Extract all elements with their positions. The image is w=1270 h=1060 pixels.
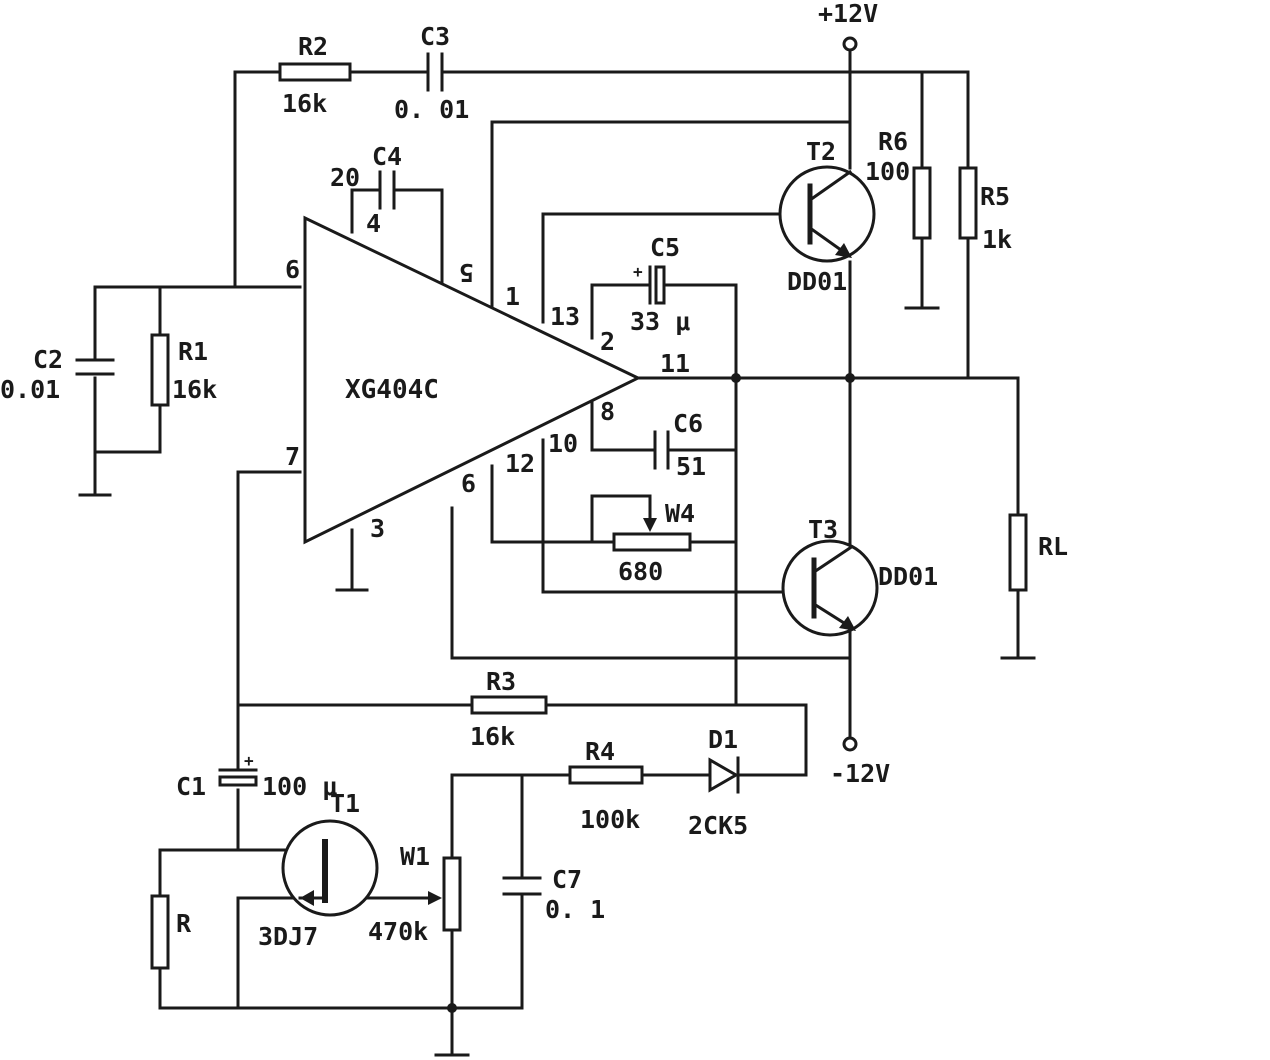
c4-label: C4 [372, 142, 402, 171]
pin-12: 12 [505, 449, 535, 478]
neg-supply-terminal [842, 736, 858, 752]
c5-label: C5 [650, 233, 680, 262]
capacitor-c6 [653, 430, 670, 470]
resistor-r5 [958, 166, 978, 240]
pin-10: 10 [548, 429, 578, 458]
resistor-r4 [568, 765, 644, 785]
pin-4: 4 [366, 209, 381, 238]
pos-supply-label: +12V [818, 0, 878, 28]
pin-1: 1 [505, 282, 520, 311]
r2-label: R2 [298, 32, 328, 61]
ic-name: XG404C [345, 375, 439, 405]
resistor-r3 [470, 695, 548, 715]
ic-xg404c: XG404C 6 7 5 1 13 2 11 8 10 12 9 3 4 20 [285, 163, 690, 545]
potentiometer-w1 [442, 856, 462, 932]
c7-value: 0. 1 [545, 895, 605, 924]
transistor-t2 [778, 165, 876, 263]
r6-label: R6 [878, 127, 908, 156]
c3-value: 0. 01 [394, 95, 469, 124]
t2-label: T2 [806, 137, 836, 166]
capacitor-c3 [426, 52, 444, 92]
c5-value: 33 μ [630, 307, 690, 336]
potentiometer-w4 [612, 532, 692, 552]
pin-13: 13 [550, 302, 580, 331]
c7-label: C7 [552, 865, 582, 894]
pin-20: 20 [330, 163, 360, 192]
t2-type: DD01 [787, 267, 847, 296]
t1-label: T1 [330, 789, 360, 818]
w4-label: W4 [665, 499, 695, 528]
junctions [447, 36, 858, 1013]
r-label: R [176, 909, 192, 938]
resistors: R2 16k R1 16k R6 100 R5 1k RL R3 16k R4 … [150, 32, 1068, 970]
wires [78, 48, 1036, 1057]
transistor-t1 [281, 819, 379, 917]
pin-9: 9 [461, 468, 476, 497]
r6-value: 100 [865, 157, 910, 186]
wire-top-feedback [233, 70, 282, 289]
w1-label: W1 [400, 842, 430, 871]
c1-label: C1 [176, 772, 206, 801]
resistor-rl [1008, 513, 1028, 592]
r4-label: R4 [585, 737, 615, 766]
d1-label: D1 [708, 725, 738, 754]
capacitor-c2 [75, 358, 115, 376]
capacitor-c4 [378, 170, 396, 210]
neg-supply-label: -12V [830, 759, 890, 788]
pin-3: 3 [370, 514, 385, 543]
opamp-triangle [303, 215, 642, 545]
resistor-r [150, 894, 170, 970]
diode-d1 [708, 756, 740, 794]
w4-wiper-arrow-icon [643, 518, 657, 532]
r1-value: 16k [172, 375, 217, 404]
capacitor-c1: + [218, 751, 258, 787]
c1-value: 100 μ [262, 772, 337, 801]
r1-label: R1 [178, 337, 208, 366]
pin-11: 11 [660, 349, 690, 378]
w1-wiper-arrow-icon [428, 891, 442, 905]
svg-text:+: + [244, 751, 254, 770]
pos-supply-terminal [842, 36, 858, 52]
resistor-r6 [912, 166, 932, 240]
pin-8: 8 [600, 397, 615, 426]
r3-value: 16k [470, 722, 515, 751]
w1-value: 470k [368, 917, 428, 946]
r3-label: R3 [486, 667, 516, 696]
c6-value: 51 [676, 452, 706, 481]
r5-label: R5 [980, 182, 1010, 211]
svg-text:+: + [633, 262, 643, 281]
t3-label: T3 [808, 515, 838, 544]
t1-type: 3DJ7 [258, 922, 318, 951]
c2-value: 0.01 [0, 375, 60, 404]
c2-label: C2 [33, 345, 63, 374]
pin-5: 5 [459, 258, 474, 287]
potentiometers: W4 680 W1 470k [368, 499, 695, 946]
r5-value: 1k [982, 225, 1012, 254]
c3-label: C3 [420, 22, 450, 51]
rl-label: RL [1038, 532, 1068, 561]
r2-value: 16k [282, 89, 327, 118]
pin-7: 7 [285, 442, 300, 471]
c6-label: C6 [673, 409, 703, 438]
transistor-t3 [781, 539, 879, 637]
r4-value: 100k [580, 805, 640, 834]
resistor-r1 [150, 333, 170, 407]
d1-type: 2CK5 [688, 811, 748, 840]
capacitors: C3 0. 01 C4 C2 0.01 + C5 33 μ C6 51 [0, 22, 706, 924]
pin-6: 6 [285, 255, 300, 284]
w4-value: 680 [618, 557, 663, 586]
resistor-r2 [278, 62, 352, 82]
t3-type: DD01 [878, 562, 938, 591]
capacitor-c7 [502, 876, 542, 896]
capacitor-c5: + [633, 262, 666, 305]
pin-2: 2 [600, 327, 615, 356]
